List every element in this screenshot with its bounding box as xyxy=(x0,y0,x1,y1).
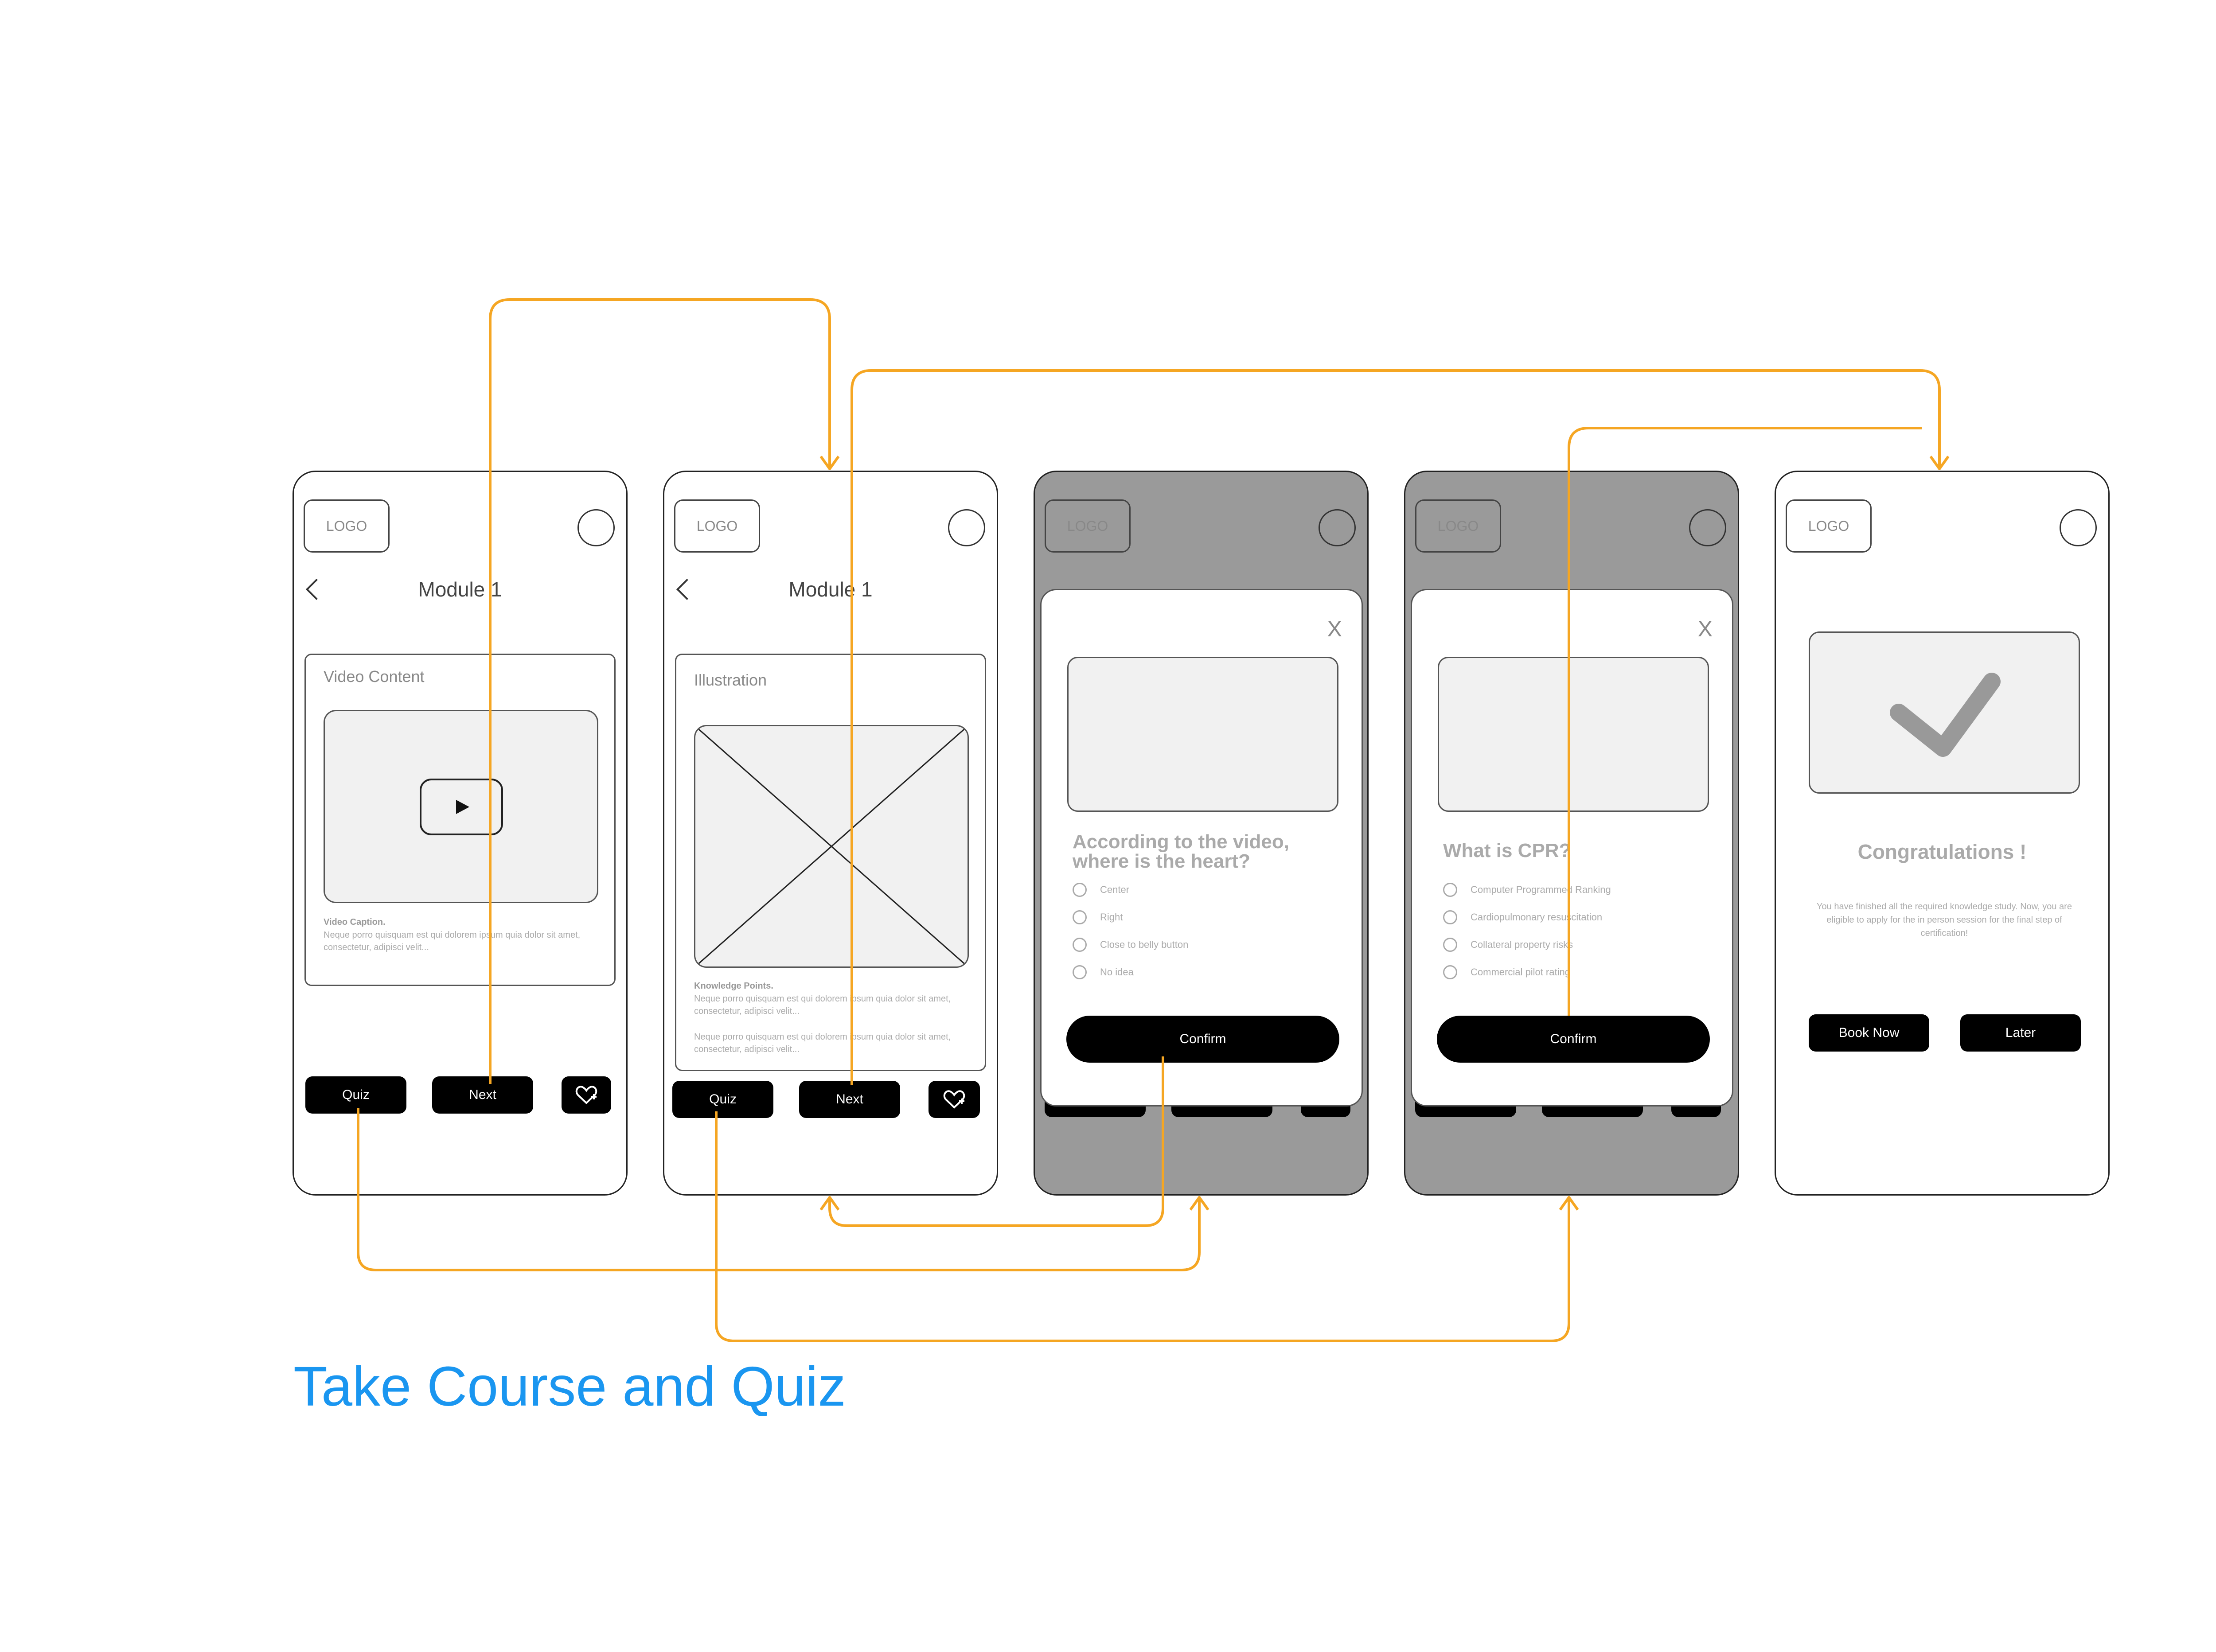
caption-title: Video Caption. xyxy=(324,917,386,927)
heart-plus-icon xyxy=(943,1090,965,1109)
caption-text-2: Neque porro quisquam est qui dolorem ips… xyxy=(694,1032,951,1054)
question-text: According to the video, where is the hea… xyxy=(1073,831,1289,872)
answer-option[interactable]: Cardiopulmonary resuscitation xyxy=(1443,910,1602,924)
screen-congratulations: LOGO Congratulations ! You have finished… xyxy=(1775,471,2110,1196)
later-button[interactable]: Later xyxy=(1960,1014,2081,1052)
confirm-button[interactable]: Confirm xyxy=(1066,1016,1339,1063)
logo: LOGO xyxy=(1786,499,1872,553)
avatar[interactable] xyxy=(577,509,615,546)
confirm-button[interactable]: Confirm xyxy=(1437,1016,1710,1063)
logo: LOGO xyxy=(1415,499,1501,553)
favorite-button[interactable] xyxy=(929,1081,980,1118)
congratulations-heading: Congratulations ! xyxy=(1857,840,2027,863)
question-image xyxy=(1067,657,1338,812)
radio-button[interactable] xyxy=(1073,910,1087,924)
answer-option[interactable]: No idea xyxy=(1073,965,1134,979)
radio-button[interactable] xyxy=(1443,910,1457,924)
card-label: Video Content xyxy=(324,667,425,686)
quiz-button[interactable]: Quiz xyxy=(672,1081,773,1118)
connector-confirm-to-illustration xyxy=(828,1056,1164,1227)
flow-title: Take Course and Quiz xyxy=(293,1355,846,1418)
arrow-head xyxy=(1189,1196,1209,1211)
page-title: Module 1 xyxy=(418,578,502,601)
arrow-head xyxy=(1929,456,1950,470)
next-button[interactable]: Next xyxy=(799,1081,900,1118)
option-label: Center xyxy=(1100,884,1130,895)
option-label: Cardiopulmonary resuscitation xyxy=(1471,912,1603,923)
option-label: Computer Programmed Ranking xyxy=(1471,884,1611,895)
arrow-head xyxy=(1559,1196,1579,1211)
connector-next-to-congrats xyxy=(851,369,1941,1085)
page-title: Module 1 xyxy=(788,578,873,601)
answer-option[interactable]: Collateral property risks xyxy=(1443,938,1573,952)
favorite-button[interactable] xyxy=(562,1076,611,1114)
screen-quiz-question-2: LOGO X What is CPR? Computer Programmed … xyxy=(1404,471,1739,1196)
caption-text: Neque porro quisquam est qui dolorem ips… xyxy=(324,930,581,952)
close-icon[interactable]: X xyxy=(1327,616,1342,641)
connector-quiz-to-question-2 xyxy=(715,1111,1570,1342)
radio-button[interactable] xyxy=(1443,883,1457,897)
answer-option[interactable]: Close to belly button xyxy=(1073,938,1188,952)
option-label: Close to belly button xyxy=(1100,939,1189,950)
answer-option[interactable]: Commercial pilot rating xyxy=(1443,965,1570,979)
screen-module-illustration: LOGO Module 1 Illustration Knowledge Poi… xyxy=(663,471,998,1196)
screen-quiz-question-1: LOGO X According to the video, where is … xyxy=(1034,471,1369,1196)
connector-quiz-to-question-1 xyxy=(357,1108,1201,1271)
next-button[interactable]: Next xyxy=(432,1076,533,1114)
avatar xyxy=(1689,509,1726,546)
quiz-button[interactable]: Quiz xyxy=(305,1076,406,1114)
radio-button[interactable] xyxy=(1073,883,1087,897)
close-icon[interactable]: X xyxy=(1697,616,1713,641)
quiz-modal: X According to the video, where is the h… xyxy=(1040,589,1363,1107)
option-label: Commercial pilot rating xyxy=(1471,966,1570,978)
arrow-head xyxy=(819,1196,840,1211)
logo: LOGO xyxy=(674,499,760,553)
radio-button[interactable] xyxy=(1073,965,1087,979)
avatar[interactable] xyxy=(2060,509,2097,546)
answer-option[interactable]: Right xyxy=(1073,910,1123,924)
avatar xyxy=(1319,509,1356,546)
arrow-head xyxy=(819,456,840,470)
radio-button[interactable] xyxy=(1443,965,1457,979)
screen-module-video: LOGO Module 1 Video Content Video Captio… xyxy=(293,471,628,1196)
question-image xyxy=(1438,657,1709,812)
connector-next-to-illustration xyxy=(489,298,831,1084)
radio-button[interactable] xyxy=(1443,938,1457,952)
avatar[interactable] xyxy=(948,509,985,546)
card-label: Illustration xyxy=(694,671,767,689)
connector-confirm-to-congrats xyxy=(1568,427,1922,1016)
image-placeholder-icon xyxy=(694,725,969,968)
radio-button[interactable] xyxy=(1073,938,1087,952)
logo: LOGO xyxy=(1045,499,1131,553)
quiz-modal: X What is CPR? Computer Programmed Ranki… xyxy=(1411,589,1733,1107)
question-text: What is CPR? xyxy=(1443,840,1571,861)
success-card xyxy=(1809,631,2080,794)
checkmark-icon xyxy=(1890,673,2001,757)
caption-text: Neque porro quisquam est qui dolorem ips… xyxy=(694,994,951,1016)
book-now-button[interactable]: Book Now xyxy=(1809,1014,1929,1052)
answer-option[interactable]: Computer Programmed Ranking xyxy=(1443,883,1611,897)
option-label: No idea xyxy=(1100,966,1134,978)
content-card: Video Content Video Caption. Neque porro… xyxy=(304,654,616,986)
caption-title: Knowledge Points. xyxy=(694,981,773,991)
heart-plus-icon xyxy=(575,1086,597,1104)
option-label: Right xyxy=(1100,912,1123,923)
option-label: Collateral property risks xyxy=(1471,939,1573,950)
answer-option[interactable]: Center xyxy=(1073,883,1129,897)
logo: LOGO xyxy=(304,499,390,553)
content-card: Illustration Knowledge Points. Neque por… xyxy=(675,654,986,1071)
congratulations-body: You have finished all the required knowl… xyxy=(1817,902,2072,938)
